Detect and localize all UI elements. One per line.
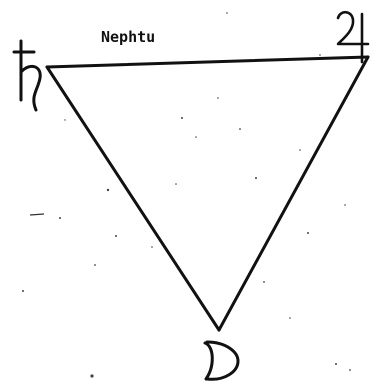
edge-right	[217, 55, 370, 332]
edge-left	[45, 65, 221, 332]
scan-noise	[22, 12, 351, 378]
jupiter-icon	[336, 10, 370, 64]
edge-label-nephtu: Nephtu	[101, 28, 155, 46]
saturn-icon	[12, 39, 42, 112]
moon-icon	[203, 340, 240, 381]
edge-top	[45, 55, 370, 69]
